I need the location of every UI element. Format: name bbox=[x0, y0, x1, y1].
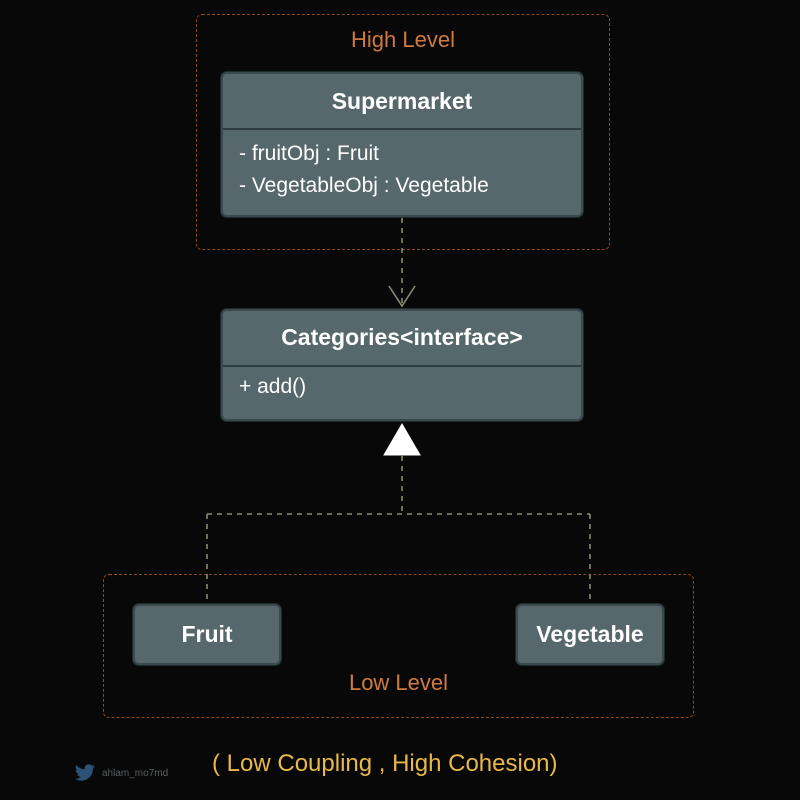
dependency-arrowhead bbox=[388, 285, 416, 308]
low-level-group bbox=[103, 574, 694, 718]
class-divider bbox=[223, 128, 581, 130]
supermarket-class-name: Supermarket bbox=[331, 88, 473, 114]
vegetable-class-box: Vegetable bbox=[516, 604, 664, 665]
categories-methods: + add() bbox=[223, 367, 581, 403]
categories-interface-name: Categories<interface> bbox=[281, 324, 523, 350]
categories-interface-box: Categories<interface> + add() bbox=[221, 309, 583, 421]
attribute-fruit-obj: - fruitObj : Fruit bbox=[239, 142, 380, 165]
author-watermark: ahlam_mo7md bbox=[74, 764, 168, 782]
high-level-label: High Level bbox=[351, 27, 455, 52]
class-divider bbox=[223, 365, 581, 367]
attribute-vegetable-obj: - VegetableObj : Vegetable bbox=[239, 174, 489, 197]
high-level-group bbox=[196, 14, 610, 250]
author-handle: ahlam_mo7md bbox=[102, 767, 169, 779]
low-level-label: Low Level bbox=[348, 670, 449, 695]
supermarket-class-box: Supermarket - fruitObj : Fruit - Vegetab… bbox=[221, 72, 583, 217]
method-add: + add() bbox=[239, 375, 307, 398]
realization-triangle bbox=[383, 423, 421, 456]
fruit-class-box: Fruit bbox=[133, 604, 281, 665]
supermarket-attributes: - fruitObj : Fruit - VegetableObj : Vege… bbox=[223, 130, 581, 202]
twitter-bird-icon bbox=[74, 764, 96, 781]
diagram-caption: ( Low Coupling , High Cohesion) bbox=[212, 750, 558, 777]
